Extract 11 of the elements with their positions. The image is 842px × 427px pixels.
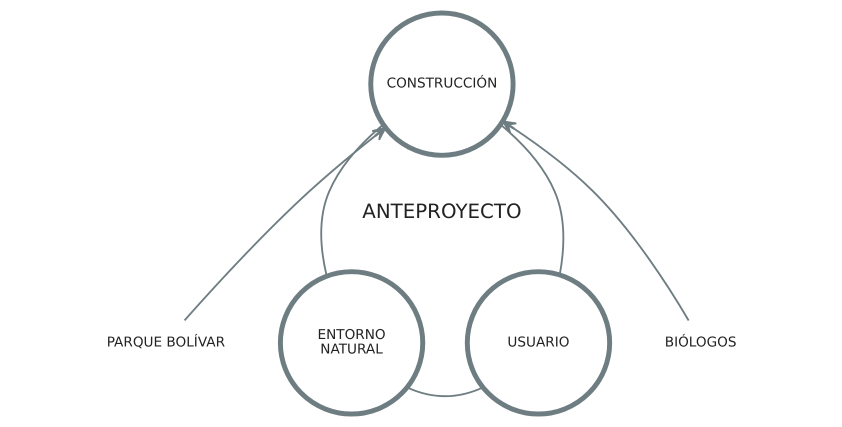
node-text: BIÓLOGOS — [664, 334, 736, 350]
arrow — [501, 120, 689, 321]
connector — [500, 124, 564, 275]
arrow — [183, 126, 386, 321]
node-circle: USUARIO — [464, 269, 612, 416]
connector — [406, 386, 483, 398]
node-circle: CONSTRUCCIÓN — [368, 10, 516, 158]
connector — [320, 124, 383, 276]
node-text: PARQUE BOLÍVAR — [106, 334, 225, 350]
node-circle: ENTORNO NATURAL — [277, 269, 425, 416]
label: ANTEPROYECTO — [362, 200, 522, 224]
